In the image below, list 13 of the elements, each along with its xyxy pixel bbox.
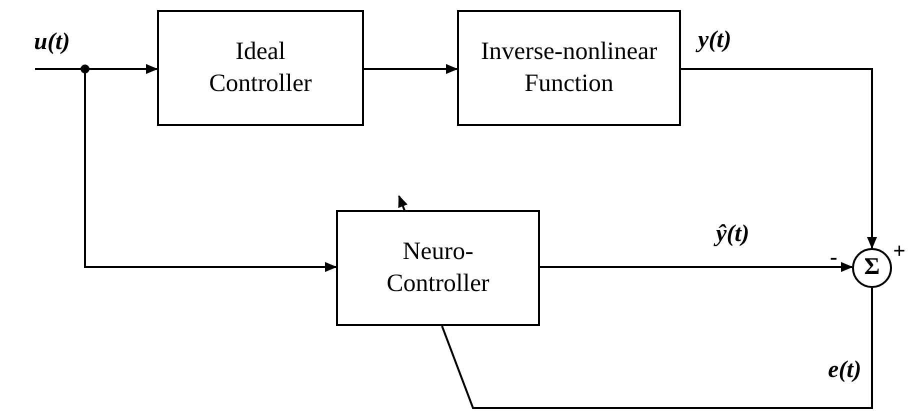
summing-junction: Σ (852, 248, 892, 288)
arrow (364, 64, 458, 74)
signal-label: u(t) (34, 30, 70, 54)
arrow (540, 262, 853, 272)
arrow (681, 68, 877, 249)
process-box: Inverse-nonlinear Function (457, 10, 681, 126)
signal-label: y(t) (698, 28, 732, 52)
signal-label: ŷ(t) (716, 222, 750, 246)
sign-label: + (893, 240, 906, 262)
process-box: Ideal Controller (157, 10, 364, 126)
signal-label: e(t) (828, 358, 862, 382)
process-box: Neuro-Controller (336, 210, 540, 326)
sign-label: - (830, 246, 838, 268)
